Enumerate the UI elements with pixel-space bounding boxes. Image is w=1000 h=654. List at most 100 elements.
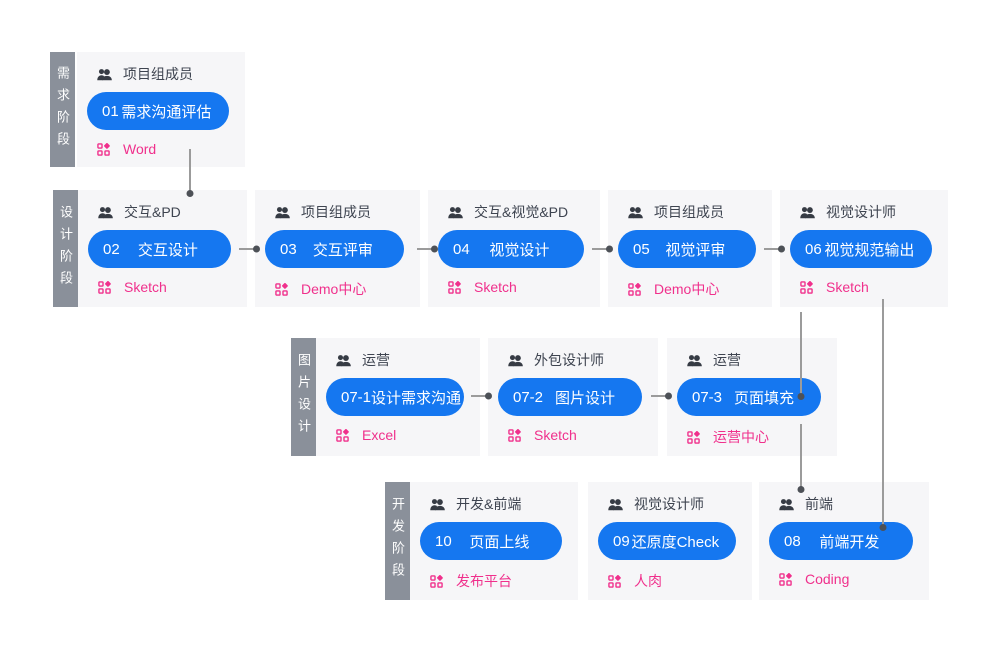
card-step-01: 项目组成员 01 需求沟通评估 Word bbox=[77, 52, 245, 167]
card-role: 交互&PD bbox=[98, 202, 181, 222]
step-number: 07-3 bbox=[692, 388, 723, 406]
team-icon bbox=[97, 68, 112, 81]
connector-02-to-03 bbox=[239, 248, 254, 250]
step-number: 02 bbox=[103, 240, 120, 258]
step-title: 页面上线 bbox=[469, 533, 530, 551]
phase-tab-label: 图片设计 bbox=[296, 353, 311, 441]
appstore-grid-icon bbox=[608, 574, 621, 588]
card-tool: Demo中心 bbox=[275, 279, 366, 299]
connector-01-to-02 bbox=[189, 149, 191, 191]
connector-06-to-07-3 bbox=[800, 312, 802, 394]
phase-tab-label: 开发阶段 bbox=[390, 497, 405, 585]
card-role: 视觉设计师 bbox=[608, 494, 704, 514]
role-label: 运营 bbox=[713, 352, 741, 368]
step-title: 交互设计 bbox=[137, 241, 198, 259]
card-step-08: 前端 08 前端开发 Coding bbox=[759, 482, 929, 600]
tool-label: 人肉 bbox=[634, 573, 662, 589]
tool-label: Demo中心 bbox=[301, 281, 367, 297]
tool-label: Coding bbox=[805, 571, 850, 587]
role-label: 项目组成员 bbox=[123, 66, 193, 82]
role-label: 前端 bbox=[805, 496, 833, 512]
tool-label: Demo中心 bbox=[654, 281, 720, 297]
tool-label: Sketch bbox=[534, 427, 577, 443]
card-step-02: 交互&PD 02 交互设计 Sketch bbox=[78, 190, 247, 307]
phase-tab-label: 需求阶段 bbox=[55, 65, 70, 154]
step-number: 09 bbox=[613, 532, 630, 550]
role-label: 交互&PD bbox=[124, 204, 181, 220]
appstore-grid-icon bbox=[448, 280, 461, 294]
card-role: 运营 bbox=[336, 350, 390, 370]
step-number: 10 bbox=[435, 532, 452, 550]
connector-03-to-04 bbox=[417, 248, 432, 250]
team-icon bbox=[336, 354, 351, 367]
step-title: 设计需求沟通 bbox=[371, 389, 462, 407]
card-step-03: 项目组成员 03 交互评审 Demo中心 bbox=[255, 190, 420, 307]
tool-label: 运营中心 bbox=[713, 429, 769, 445]
step-pill-02[interactable]: 02 交互设计 bbox=[88, 230, 231, 268]
role-label: 项目组成员 bbox=[301, 204, 371, 220]
step-number: 05 bbox=[633, 240, 650, 258]
team-icon bbox=[508, 354, 523, 367]
step-pill-01[interactable]: 01 需求沟通评估 bbox=[87, 92, 229, 130]
role-label: 项目组成员 bbox=[654, 204, 724, 220]
appstore-grid-icon bbox=[508, 428, 521, 442]
step-title: 视觉设计 bbox=[489, 241, 550, 259]
step-number: 04 bbox=[453, 240, 470, 258]
card-step-07-1: 运营 07-1 设计需求沟通 Excel bbox=[316, 338, 480, 456]
step-pill-07-2[interactable]: 07-2 图片设计 bbox=[498, 378, 642, 416]
connector-07-3-to-08 bbox=[800, 424, 802, 487]
step-title: 视觉评审 bbox=[665, 241, 726, 259]
role-label: 开发&前端 bbox=[456, 496, 522, 512]
team-icon bbox=[430, 498, 445, 511]
step-pill-08[interactable]: 08 前端开发 bbox=[769, 522, 913, 560]
step-title: 交互评审 bbox=[312, 241, 373, 259]
appstore-grid-icon bbox=[779, 572, 792, 586]
card-tool: Sketch bbox=[508, 427, 577, 443]
tool-label: Sketch bbox=[826, 279, 869, 295]
team-icon bbox=[608, 498, 623, 511]
step-number: 08 bbox=[784, 532, 801, 550]
phase-tab-requirements: 需求阶段 bbox=[50, 52, 75, 167]
card-step-07-2: 外包设计师 07-2 图片设计 Sketch bbox=[488, 338, 658, 456]
step-title: 图片设计 bbox=[555, 389, 616, 407]
step-pill-04[interactable]: 04 视觉设计 bbox=[438, 230, 584, 268]
tool-label: Word bbox=[123, 141, 157, 157]
card-step-04: 交互&视觉&PD 04 视觉设计 Sketch bbox=[428, 190, 600, 307]
card-tool: 发布平台 bbox=[430, 571, 512, 591]
step-number: 07-2 bbox=[513, 388, 544, 406]
role-label: 外包设计师 bbox=[534, 352, 604, 368]
role-label: 运营 bbox=[362, 352, 390, 368]
appstore-grid-icon bbox=[628, 282, 641, 296]
step-number: 06 bbox=[805, 240, 822, 258]
card-step-05: 项目组成员 05 视觉评审 Demo中心 bbox=[608, 190, 772, 307]
card-role: 项目组成员 bbox=[275, 202, 371, 222]
tool-label: 发布平台 bbox=[456, 573, 512, 589]
appstore-grid-icon bbox=[336, 428, 349, 442]
connector-07-2-to-07-3 bbox=[651, 395, 666, 397]
team-icon bbox=[448, 206, 463, 219]
tool-label: Excel bbox=[362, 427, 397, 443]
card-role: 运营 bbox=[687, 350, 741, 370]
step-title: 还原度Check bbox=[631, 533, 720, 551]
step-pill-05[interactable]: 05 视觉评审 bbox=[618, 230, 756, 268]
step-pill-06[interactable]: 06 视觉规范输出 bbox=[790, 230, 932, 268]
card-role: 交互&视觉&PD bbox=[448, 202, 568, 222]
card-tool: 人肉 bbox=[608, 571, 662, 591]
team-icon bbox=[779, 498, 794, 511]
step-title: 需求沟通评估 bbox=[121, 103, 212, 121]
card-tool: Excel bbox=[336, 427, 396, 443]
step-title: 前端开发 bbox=[819, 533, 880, 551]
card-tool: Word bbox=[97, 141, 156, 157]
step-pill-09[interactable]: 09 还原度Check bbox=[598, 522, 736, 560]
card-step-09: 视觉设计师 09 还原度Check 人肉 bbox=[588, 482, 752, 600]
card-role: 外包设计师 bbox=[508, 350, 604, 370]
step-title: 视觉规范输出 bbox=[824, 241, 915, 259]
tool-label: Sketch bbox=[474, 279, 517, 295]
step-pill-07-1[interactable]: 07-1 设计需求沟通 bbox=[326, 378, 464, 416]
connector-07-1-to-07-2 bbox=[471, 395, 486, 397]
step-pill-10[interactable]: 10 页面上线 bbox=[420, 522, 562, 560]
card-tool: Coding bbox=[779, 571, 849, 587]
card-role: 视觉设计师 bbox=[800, 202, 896, 222]
step-pill-03[interactable]: 03 交互评审 bbox=[265, 230, 404, 268]
